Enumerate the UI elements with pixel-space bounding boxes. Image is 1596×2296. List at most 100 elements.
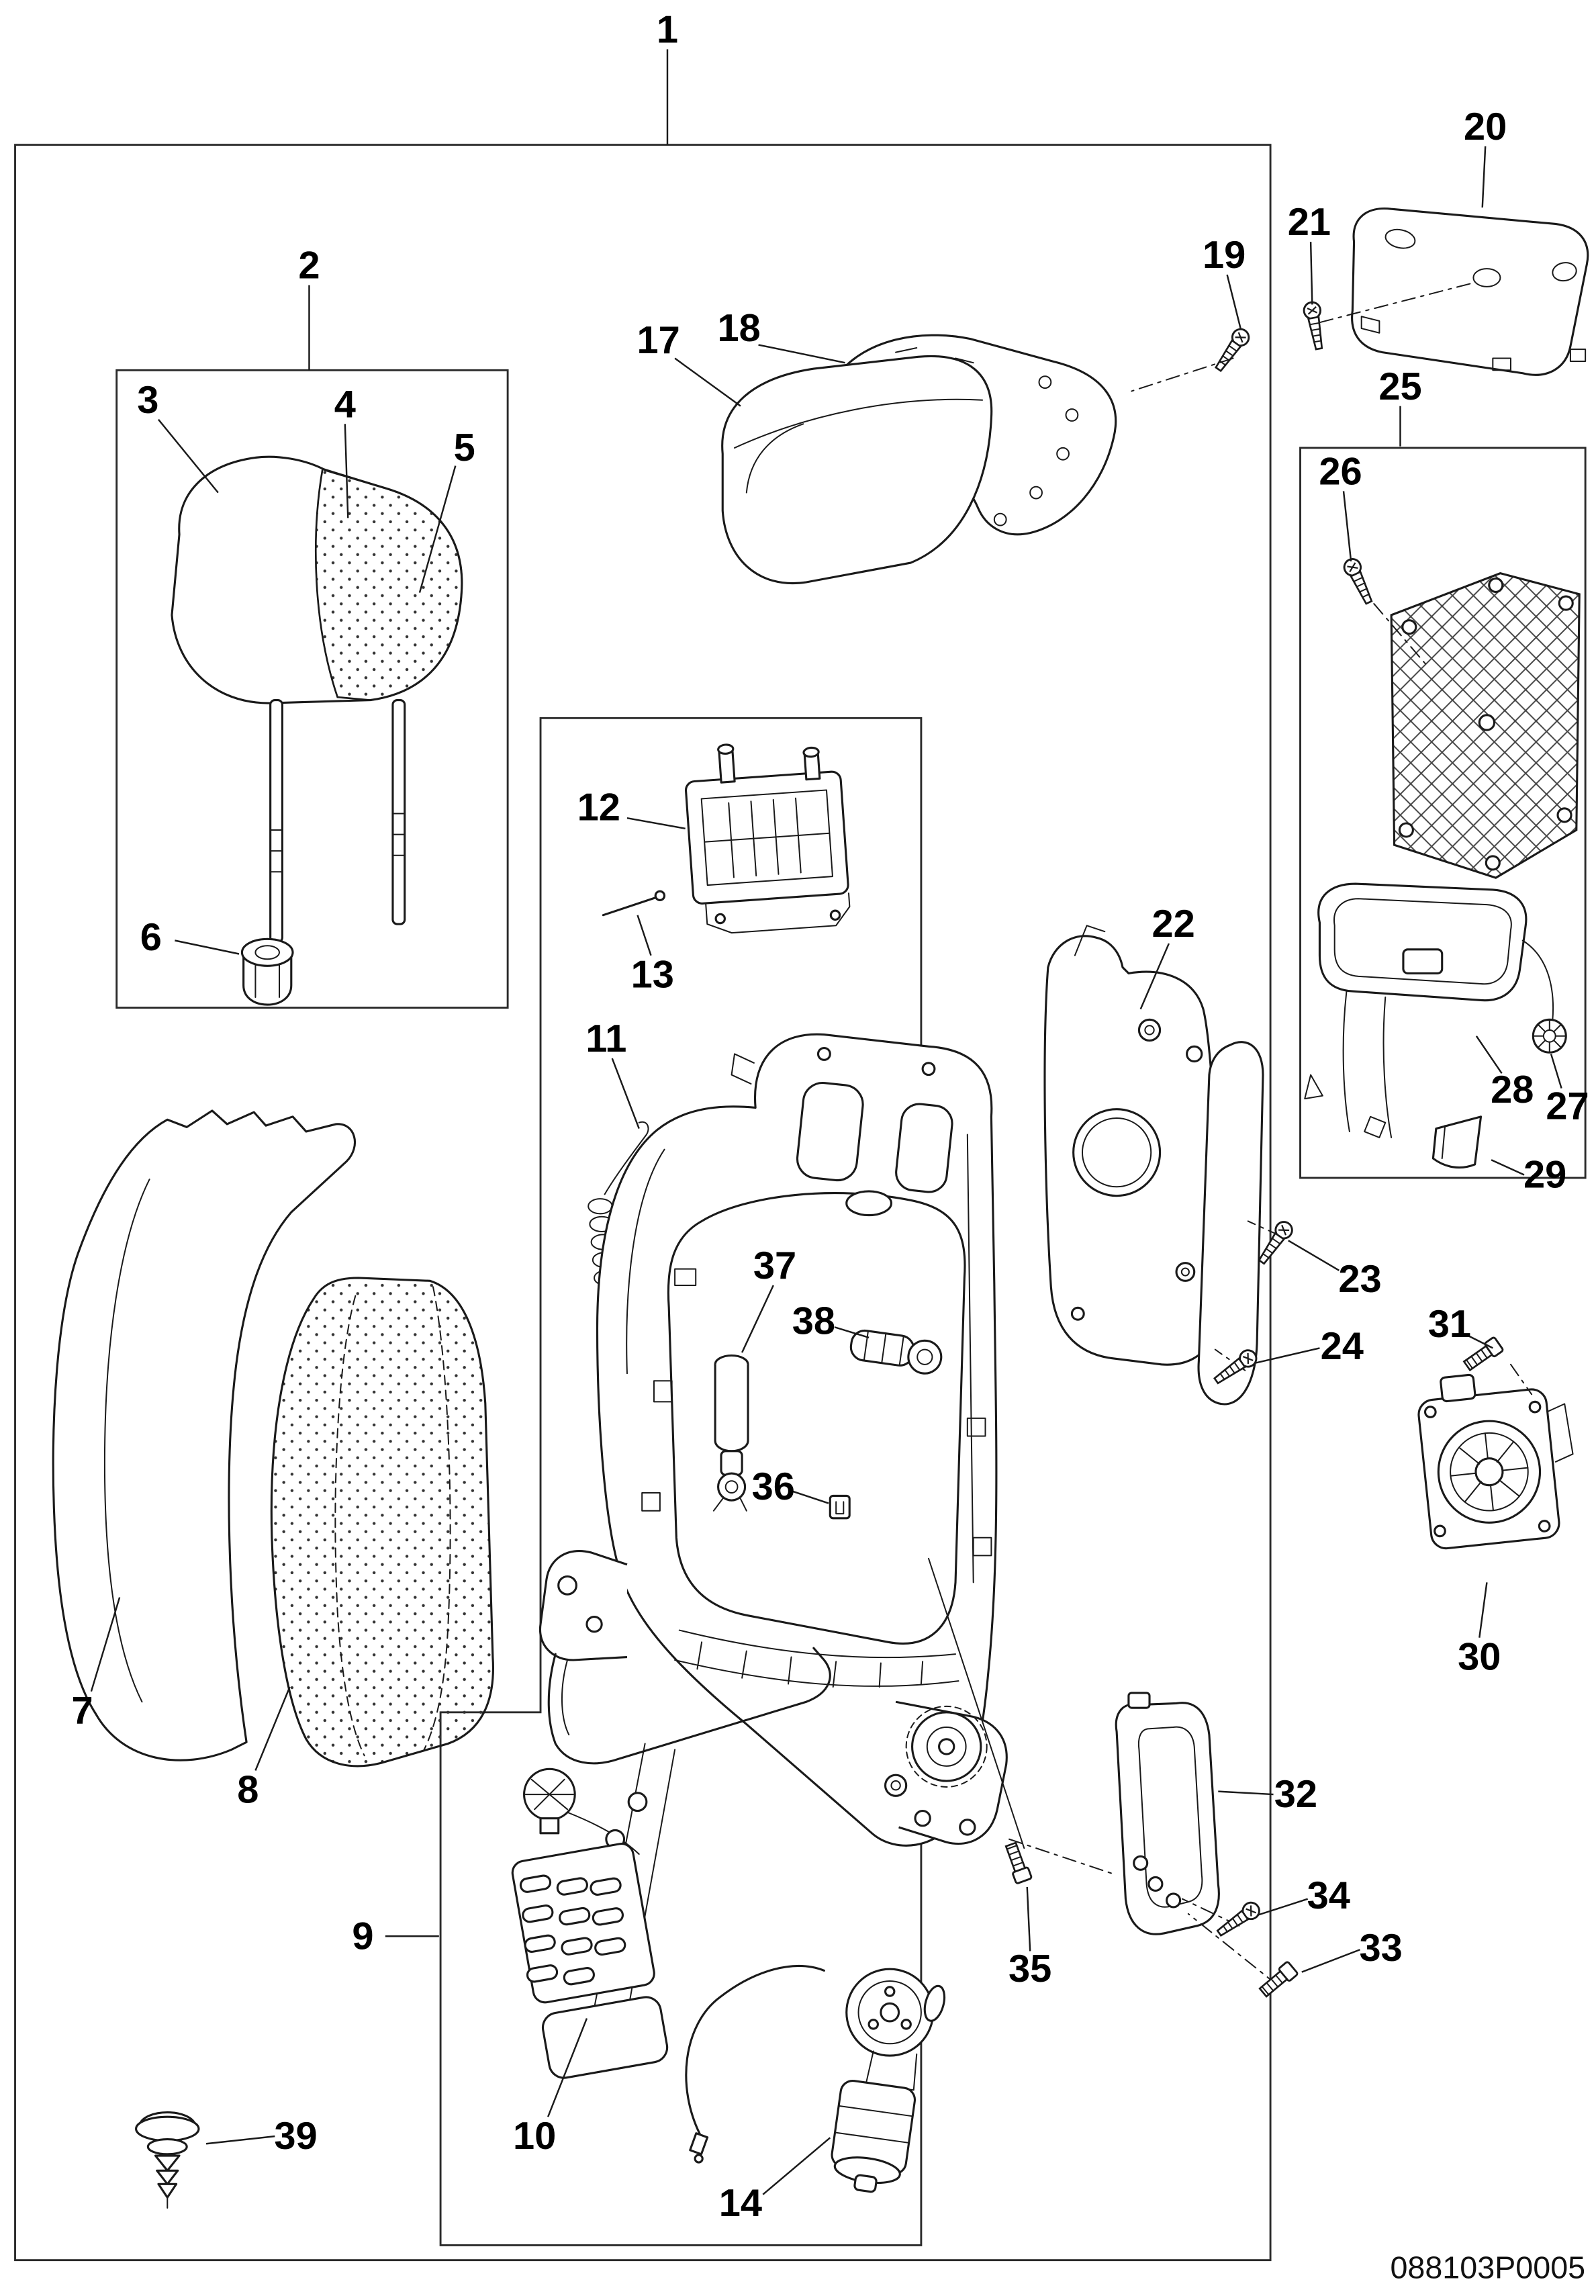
leader-line-31 [1465,1334,1493,1349]
leader-line-17 [674,357,741,407]
leader-line-22 [1139,943,1170,1010]
side-bracket-illustration [1008,1692,1279,1986]
leader-line-14 [762,2137,831,2195]
leader-line-12 [626,817,686,829]
assembly-box-1 [14,144,1272,2262]
cushion-illustration [52,1109,357,1761]
callout-4: 4 [334,383,356,426]
leader-line-21 [1309,242,1313,305]
callout-36: 36 [752,1465,795,1508]
headrest-dotted-panel [314,467,463,701]
callout-25: 25 [1378,365,1421,408]
callout-32: 32 [1274,1773,1317,1816]
headrest-stem-right [391,699,406,925]
lumbar-knob-illustration [1532,1018,1567,1054]
screw-26 [1340,555,1378,607]
callout-18: 18 [718,307,761,350]
leader-line-5 [418,465,457,593]
leader-line-6 [175,939,240,955]
leader-line-37 [741,1285,774,1353]
headrest-cushion-illustration [721,355,993,584]
motor-horizontal-illustration [849,1329,943,1375]
screw-23 [1254,1218,1297,1268]
callout-14: 14 [719,2182,762,2225]
leader-line-19 [1226,274,1241,329]
leader-line-10 [547,2018,588,2117]
callout-12: 12 [577,786,620,829]
leader-line-18 [758,344,845,364]
callout-27: 27 [1546,1085,1589,1128]
leader-line-36 [792,1490,829,1504]
fasteners [1002,300,1378,2000]
leader-line-3 [157,418,219,494]
headrest-box-2 [115,369,509,1009]
leader-line-32 [1218,1790,1274,1796]
callout-3: 3 [137,379,158,422]
callout-31: 31 [1428,1303,1471,1346]
callout-19: 19 [1203,234,1246,277]
leader-line-35 [1026,1886,1031,1951]
group-boxes [14,144,1587,2262]
leader-line-26 [1342,491,1352,561]
callout-38: 38 [792,1299,835,1342]
callout-35: 35 [1008,1947,1051,1990]
leader-line-39 [205,2135,275,2145]
screw-21 [1301,300,1328,351]
leader-line-27 [1550,1054,1562,1089]
callout-22: 22 [1152,903,1194,946]
leader-line-23 [1288,1240,1340,1271]
callout-24: 24 [1321,1325,1364,1368]
callout-7: 7 [71,1690,93,1733]
valve-block-illustration [511,1767,669,2079]
callout-37: 37 [753,1244,796,1287]
blower-fan-illustration [1417,1373,1574,1550]
callout-20: 20 [1464,105,1507,148]
callout-11: 11 [585,1017,626,1060]
screw-34 [1213,1898,1264,1941]
callout-8: 8 [237,1768,259,1811]
mechanism-box-9 [439,717,923,2246]
lumbar-bracket-illustration [1304,882,1554,1138]
pin-illustration [602,890,666,917]
leader-line-4 [344,424,349,518]
callout-5: 5 [454,426,475,469]
callout-28: 28 [1491,1068,1534,1111]
leader-line-34 [1256,1898,1309,1917]
leader-line-24 [1255,1347,1320,1364]
leader-line-33 [1301,1949,1360,1973]
lumbar-box-25 [1299,447,1587,1179]
callout-13: 13 [631,954,674,997]
leader-line-28 [1475,1036,1503,1074]
leader-line-8 [254,1686,291,1771]
leader-line-7 [90,1597,121,1692]
callout-1: 1 [657,8,678,51]
callout-6: 6 [140,916,162,959]
drawing-number: 088103P0005 [1390,2250,1585,2285]
lumbar-wedge-illustration [1431,1115,1483,1169]
callout-10: 10 [513,2115,556,2158]
lumbar-mesh-illustration [1354,572,1581,879]
callout-34: 34 [1307,1874,1350,1917]
pushpin-illustration [135,2111,200,2209]
screw-19 [1211,324,1254,375]
backrest-frame-illustration [538,1033,1025,1849]
back-panel-top-illustration [1319,208,1589,376]
callout-9: 9 [352,1915,373,1958]
callout-2: 2 [298,244,320,287]
leader-line-20 [1481,146,1487,208]
bolt-35 [1002,1841,1033,1885]
control-module-illustration [684,743,851,934]
callout-30: 30 [1458,1636,1501,1679]
leader-line-13 [637,915,652,956]
callout-39: 39 [274,2115,317,2158]
callout-23: 23 [1338,1258,1381,1301]
bolt-33 [1256,1960,1299,2000]
headrest-stem-left [269,699,284,944]
cable-motor-illustration [685,1964,946,2193]
leader-line-38 [834,1326,870,1338]
callout-29: 29 [1523,1154,1566,1197]
rear-panel-illustration [1043,925,1282,1406]
